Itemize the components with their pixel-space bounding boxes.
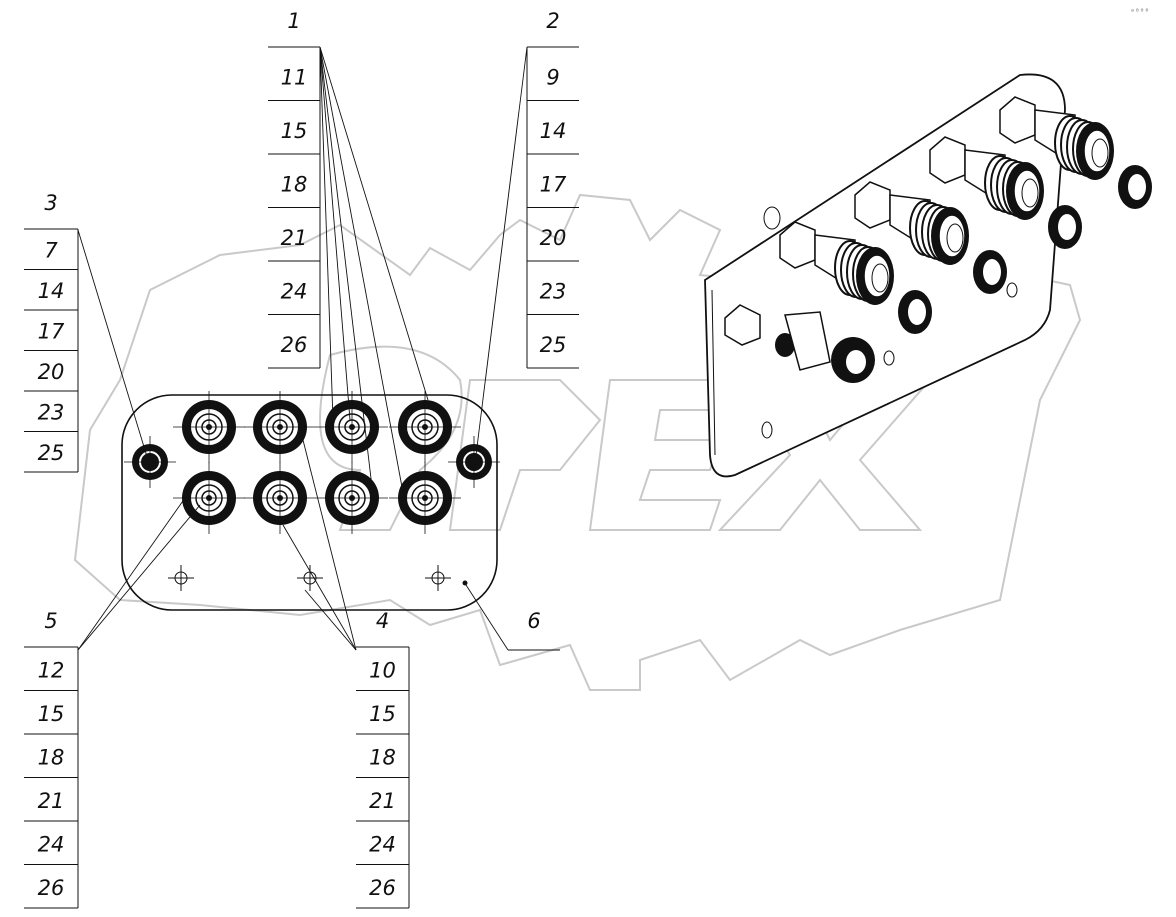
iso-coupler [929, 136, 1082, 249]
coupler-socket [173, 391, 245, 463]
iso-hole-1 [761, 421, 773, 439]
side-plug [448, 436, 500, 488]
coupler-socket [389, 391, 461, 463]
part-number: 18 [369, 745, 396, 769]
part-number: 18 [281, 172, 308, 196]
mounting-hole-right [425, 565, 451, 591]
part-number: 21 [369, 789, 396, 813]
iso-coupler [999, 96, 1152, 209]
callout-tables: 1111518212426291417202325371417202325410… [24, 9, 579, 909]
callout-number: 2 [546, 9, 559, 33]
part-number: 12 [38, 658, 65, 682]
part-number: 21 [38, 789, 65, 813]
iso-small-nipple [724, 304, 875, 383]
part-number: 15 [281, 119, 308, 143]
front-view-plate [121, 391, 500, 611]
part-number: 26 [281, 333, 308, 357]
part-number: 20 [38, 360, 65, 384]
part-number: 26 [38, 876, 65, 900]
callout-number: 5 [44, 609, 57, 633]
part-number: 11 [281, 65, 308, 89]
side-plug [124, 436, 176, 488]
part-number: 24 [281, 279, 308, 303]
part-number: 25 [38, 441, 65, 465]
mounting-hole-left [168, 565, 194, 591]
iso-hole-3 [1006, 282, 1018, 298]
coupler-array [124, 391, 500, 534]
part-number: 9 [546, 65, 559, 89]
part-number: 25 [540, 333, 567, 357]
part-number: 15 [38, 702, 65, 726]
coupler-socket [316, 391, 388, 463]
isometric-view [704, 73, 1152, 478]
callout-4: 4 10 15 18 21 24 26 [356, 609, 410, 909]
mounting-plate-outline [121, 394, 498, 611]
coupler-socket [389, 462, 461, 534]
callout-number: 1 [287, 9, 300, 33]
corner-mark: ᵃ⁰⁰⁰ [1130, 7, 1149, 16]
part-number: 7 [44, 238, 58, 262]
callout-number: 6 [527, 609, 540, 633]
callout-2: 2 9 14 17 20 23 25 [526, 9, 579, 369]
part-number: 15 [369, 702, 396, 726]
iso-coupler [779, 221, 932, 334]
part-number: 23 [38, 400, 65, 424]
callout-6: 6 [527, 609, 540, 633]
leader-lines [77, 46, 560, 651]
part-number: 23 [540, 279, 567, 303]
coupler-socket [244, 391, 316, 463]
part-number: 14 [540, 119, 567, 143]
part-number: 14 [38, 279, 65, 303]
part-number: 26 [369, 876, 396, 900]
part-number: 24 [38, 832, 65, 856]
part-number: 17 [540, 172, 567, 196]
coupler-socket [244, 462, 316, 534]
coupler-socket [173, 462, 245, 534]
part-number: 21 [281, 226, 308, 250]
part-number: 18 [38, 745, 65, 769]
callout-number: 4 [376, 609, 389, 633]
part-number: 10 [369, 658, 396, 682]
callout-3: 3 7 14 17 20 23 25 [24, 191, 79, 473]
iso-coupler [854, 181, 1007, 294]
part-number: 20 [540, 226, 567, 250]
callout-5: 5 12 15 18 21 24 26 [24, 609, 79, 909]
part-number: 17 [38, 319, 65, 343]
coupler-socket [316, 462, 388, 534]
part-number: 24 [369, 832, 396, 856]
iso-stub [763, 206, 781, 230]
iso-hole-2 [883, 350, 895, 366]
marker-dot-6 [462, 580, 468, 586]
iso-coupler-array [724, 96, 1152, 383]
callout-number: 3 [44, 191, 57, 215]
